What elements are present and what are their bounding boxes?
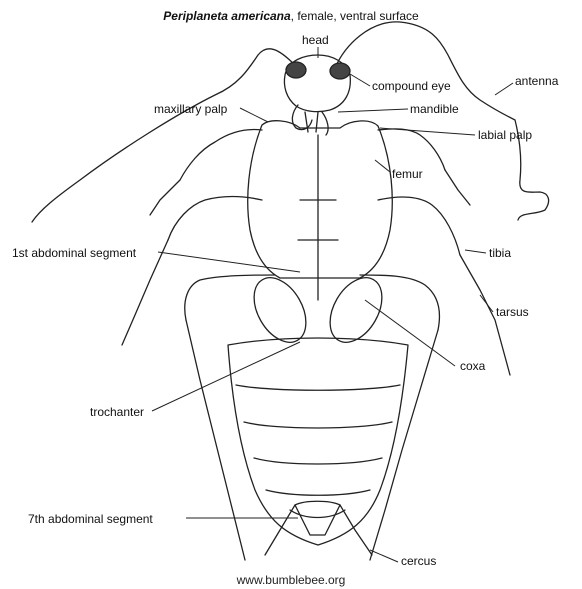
label-femur: femur	[392, 167, 423, 181]
abdomen-outline	[228, 338, 408, 545]
title-rest: , female, ventral surface	[291, 9, 419, 23]
label-cercus: cercus	[401, 554, 436, 568]
label-compound-eye: compound eye	[372, 79, 451, 93]
label-tibia: tibia	[489, 246, 511, 260]
label-seventh-abdominal-segment: 7th abdominal segment	[28, 512, 153, 526]
label-first-abdominal-segment: 1st abdominal segment	[12, 246, 136, 260]
source-url: www.bumblebee.org	[0, 573, 582, 587]
label-coxa: coxa	[460, 359, 485, 373]
label-trochanter: trochanter	[90, 405, 144, 419]
label-maxillary-palp: maxillary palp	[154, 102, 227, 116]
left-antenna	[32, 49, 300, 222]
label-head: head	[302, 33, 329, 47]
right-eye	[330, 63, 350, 79]
label-mandible: mandible	[410, 102, 459, 116]
left-cercus	[265, 505, 295, 555]
label-tarsus: tarsus	[496, 305, 529, 319]
label-antenna: antenna	[515, 74, 558, 88]
figure-title: Periplaneta americana, female, ventral s…	[0, 9, 582, 23]
left-eye	[286, 62, 306, 78]
species-name: Periplaneta americana	[163, 9, 290, 23]
label-labial-palp: labial palp	[478, 128, 532, 142]
